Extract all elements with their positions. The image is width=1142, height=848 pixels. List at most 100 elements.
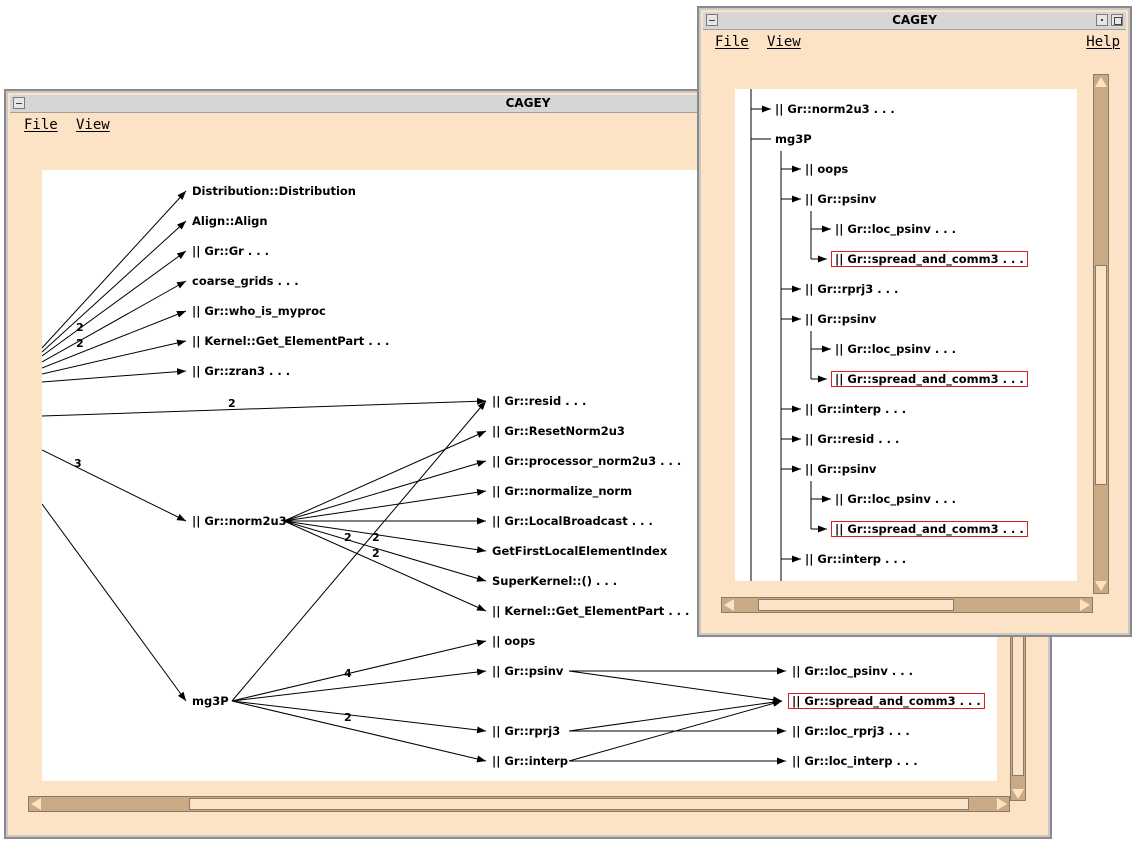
menu-view[interactable]: View [767, 34, 801, 50]
front-horizontal-scrollbar[interactable] [721, 597, 1093, 613]
tree-node[interactable]: || Gr::psinv [805, 192, 877, 206]
minimize-icon[interactable] [1096, 14, 1108, 26]
tree-node[interactable]: || Gr::interp . . . [805, 402, 907, 416]
edge-label: 2 [344, 531, 352, 544]
scroll-right-arrow-icon[interactable] [997, 798, 1007, 810]
graph-node[interactable]: || Gr::spread_and_comm3 . . . [788, 693, 985, 709]
edge-mg3p-16 [231, 668, 487, 702]
menu-file[interactable]: File [24, 117, 58, 133]
graph-node[interactable]: || Gr::who_is_myproc [192, 304, 326, 318]
edge-label: 2 [344, 711, 352, 724]
edge-norm2u3-14 [283, 520, 487, 612]
edge-norm2u3-13 [283, 520, 487, 582]
scroll-up-arrow-icon[interactable] [1095, 77, 1107, 87]
graph-node[interactable]: || Gr::Gr . . . [192, 244, 269, 258]
tree-node[interactable]: || Gr::loc_psinv . . . [835, 342, 956, 356]
tree-node[interactable]: || Gr::spread_and_comm3 . . . [831, 521, 1028, 537]
back-vertical-scrollbar[interactable] [1010, 631, 1026, 801]
call-graph-edges [42, 190, 786, 765]
graph-node[interactable]: Distribution::Distribution [192, 184, 356, 198]
edge-label: 2 [76, 321, 84, 334]
graph-node[interactable]: || Gr::interp [492, 754, 569, 768]
edge-norm2u3-12 [283, 520, 487, 554]
edge-to-2 [42, 250, 187, 357]
graph-node[interactable]: mg3P [192, 694, 229, 708]
graph-node[interactable]: || Gr::psinv [492, 664, 564, 678]
edge-to-7 [42, 397, 487, 417]
back-horizontal-scroll-thumb[interactable] [189, 798, 969, 810]
tree-node[interactable]: || oops [805, 162, 849, 176]
tree-node[interactable]: || Gr::resid . . . [805, 432, 900, 446]
tree-node[interactable]: || Gr::loc_psinv . . . [835, 222, 956, 236]
tree-node[interactable]: || Gr::norm2u3 . . . [775, 102, 895, 116]
call-tree-lines [750, 89, 831, 581]
graph-node[interactable]: || Gr::normalize_norm [492, 484, 633, 498]
front-window-titlebar[interactable]: CAGEY [703, 12, 1126, 30]
graph-node[interactable]: || oops [492, 634, 536, 648]
back-horizontal-scrollbar[interactable] [28, 796, 1010, 812]
window-menu-icon[interactable] [13, 97, 25, 109]
graph-node[interactable]: || Kernel::Get_ElementPart . . . [192, 334, 390, 348]
edge-to-6 [42, 368, 187, 383]
tree-node[interactable]: || Gr::loc_psinv . . . [835, 492, 956, 506]
graph-node[interactable]: SuperKernel::() . . . [492, 574, 618, 588]
scroll-left-arrow-icon[interactable] [724, 599, 734, 611]
edge-rprj3-spread [568, 698, 783, 732]
front-window: CAGEY File View Help || Gr::norm2u3 . . … [697, 6, 1132, 637]
edge-label: 2 [372, 547, 380, 560]
edge-to-3 [42, 280, 187, 363]
edge-label: 2 [372, 531, 380, 544]
front-horizontal-scroll-thumb[interactable] [758, 599, 954, 611]
edge-to-5 [42, 339, 187, 375]
front-vertical-scrollbar[interactable] [1093, 74, 1109, 594]
tree-node[interactable]: || Gr::rprj3 . . . [805, 282, 899, 296]
edge-norm2u3-10 [283, 488, 487, 522]
tree-node[interactable]: || Gr::psinv [805, 462, 877, 476]
graph-node[interactable]: || Kernel::Get_ElementPart . . . [492, 604, 690, 618]
tree-node[interactable]: || Gr::spread_and_comm3 . . . [831, 371, 1028, 387]
graph-node[interactable]: || Gr::loc_interp . . . [792, 754, 918, 768]
tree-node[interactable]: || Gr::interp . . . [805, 552, 907, 566]
call-tree-canvas[interactable]: || Gr::norm2u3 . . .mg3P|| oops|| Gr::ps… [735, 89, 1077, 581]
front-vertical-scroll-thumb[interactable] [1095, 265, 1107, 485]
scroll-right-arrow-icon[interactable] [1080, 599, 1090, 611]
graph-node[interactable]: || Gr::LocalBroadcast . . . [492, 514, 653, 528]
menu-view[interactable]: View [76, 117, 110, 133]
scroll-down-arrow-icon[interactable] [1095, 581, 1107, 591]
graph-node[interactable]: || Gr::ResetNorm2u3 [492, 424, 625, 438]
edge-mg3p-18 [231, 700, 487, 763]
window-menu-icon[interactable] [706, 14, 718, 26]
back-window-title: CAGEY [505, 96, 551, 110]
graph-node[interactable]: Align::Align [192, 214, 268, 228]
graph-node[interactable]: || Gr::loc_psinv . . . [792, 664, 913, 678]
tree-node[interactable]: || Gr::spread_and_comm3 . . . [831, 251, 1028, 267]
graph-node[interactable]: || Gr::norm2u3 [192, 514, 287, 528]
maximize-icon[interactable] [1111, 14, 1123, 26]
scroll-left-arrow-icon[interactable] [31, 798, 41, 810]
edge-to-19 [42, 449, 187, 522]
edge-to-20 [42, 503, 187, 702]
edge-mg3p-7 [231, 400, 487, 702]
graph-node[interactable]: || Gr::processor_norm2u3 . . . [492, 454, 682, 468]
edge-psinv-spread [568, 670, 783, 704]
scroll-down-arrow-icon[interactable] [1012, 789, 1024, 799]
edge-interp-spread [568, 700, 783, 762]
graph-node[interactable]: || Gr::rprj3 [492, 724, 561, 738]
edge-mg3p-15 [231, 639, 487, 702]
graph-node[interactable]: coarse_grids . . . [192, 274, 299, 288]
edge-label: 2 [76, 337, 84, 350]
edge-label: 2 [228, 397, 236, 410]
back-window-menubar: File View [12, 115, 1044, 137]
edge-label: 3 [74, 457, 82, 470]
graph-node[interactable]: || Gr::zran3 . . . [192, 364, 291, 378]
graph-node[interactable]: GetFirstLocalElementIndex [492, 544, 668, 558]
graph-node[interactable]: || Gr::loc_rprj3 . . . [792, 724, 910, 738]
tree-node[interactable]: mg3P [775, 132, 812, 146]
tree-node[interactable]: || Gr::psinv [805, 312, 877, 326]
menu-help[interactable]: Help [1086, 34, 1120, 50]
edge-to-4 [42, 310, 187, 369]
menu-file[interactable]: File [715, 34, 749, 50]
back-vertical-scroll-thumb[interactable] [1012, 636, 1024, 776]
edge-norm2u3-8 [283, 430, 487, 522]
graph-node[interactable]: || Gr::resid . . . [492, 394, 587, 408]
